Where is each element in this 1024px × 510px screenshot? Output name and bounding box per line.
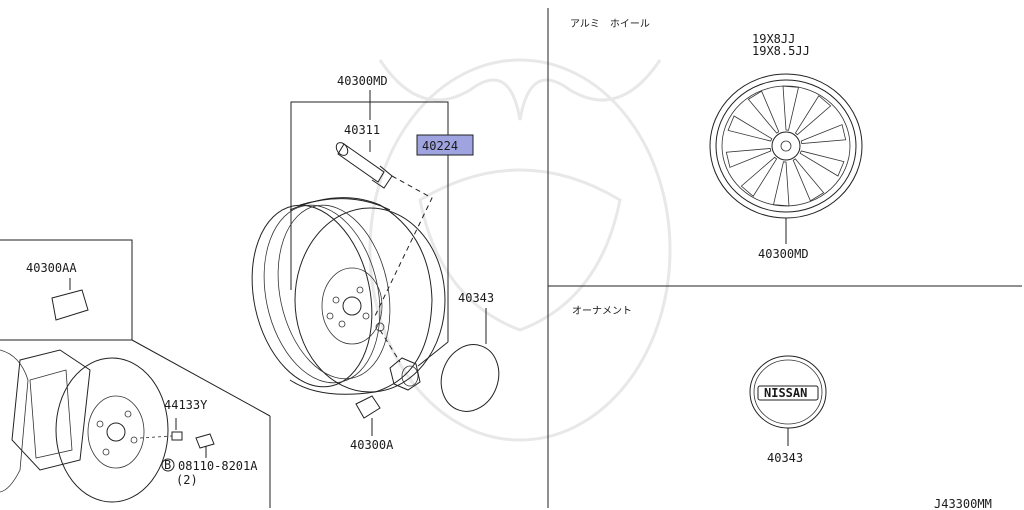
label-40343-right[interactable]: 40343 (767, 451, 803, 465)
bolt-circle-letter: B (164, 458, 171, 472)
label-40300md-top[interactable]: 40300MD (337, 74, 388, 88)
alloy-spoke (792, 158, 825, 202)
label-40343-left[interactable]: 40343 (458, 291, 494, 305)
center-bore (342, 296, 362, 316)
hub-flange (87, 395, 145, 469)
alloy-spoke (782, 85, 800, 131)
alloy-spoke (800, 124, 847, 144)
label-40311[interactable]: 40311 (344, 123, 380, 137)
dashed-valve-guide (373, 175, 433, 319)
part-40224-highlight[interactable] (416, 134, 474, 156)
label-40300md-right[interactable]: 40300MD (758, 247, 809, 261)
alloy-spoke (799, 150, 845, 177)
brake-rotor (55, 357, 169, 503)
balance-weight-drawing (355, 395, 381, 436)
wheel-face (294, 207, 446, 393)
brake-hub-drawing (0, 339, 271, 508)
bolt-circle-icon (161, 458, 175, 472)
weight-40300aa-drawing (51, 289, 89, 321)
label-bolt-part[interactable]: 08110-8201A (178, 459, 258, 473)
leader-40224 (417, 341, 449, 367)
section-title-alloy-wheel: アルミ ホイール (570, 18, 650, 30)
box-40300aa (0, 239, 133, 341)
lug-nut-drawing (389, 357, 421, 391)
cap-logo-text: NISSAN (764, 386, 807, 400)
alloy-spoke (794, 95, 832, 136)
label-44133y[interactable]: 44133Y (164, 398, 208, 412)
hub-stud-44133y (171, 431, 183, 441)
label-40300aa[interactable]: 40300AA (26, 261, 77, 275)
brake-caliper (11, 349, 91, 471)
label-bolt-qty: (2) (176, 473, 198, 487)
label-40224[interactable]: 40224 (422, 139, 458, 153)
dashed-nut-guide (379, 329, 401, 363)
alloy-spoke (772, 161, 790, 207)
label-size-19x8-5jj: 19X8.5JJ (752, 44, 810, 58)
wheel-assembly-group (251, 90, 500, 436)
alloy-spoke (747, 90, 780, 134)
section-title-ornament: オーナメント (572, 305, 632, 317)
center-cap-side-drawing (440, 344, 500, 412)
alloy-spoke (727, 115, 773, 142)
brake-panel-edge (131, 339, 271, 417)
alloy-spoke (725, 148, 772, 168)
label-size-19x8jj: 19X8JJ (752, 32, 795, 46)
valve-stem-drawing (335, 142, 393, 189)
center-cap-drawing (749, 355, 827, 446)
hub-area (321, 267, 383, 345)
diagram-code: J43300MM (934, 497, 992, 510)
wheel-rim-drawing (251, 197, 446, 395)
bolt-drawing (195, 433, 215, 449)
alloy-spoke (740, 156, 778, 197)
alloy-wheel-spokes (725, 85, 847, 207)
alloy-wheel-drawing (709, 73, 863, 244)
watermark-emblem (368, 58, 672, 442)
label-40300a[interactable]: 40300A (350, 438, 394, 452)
